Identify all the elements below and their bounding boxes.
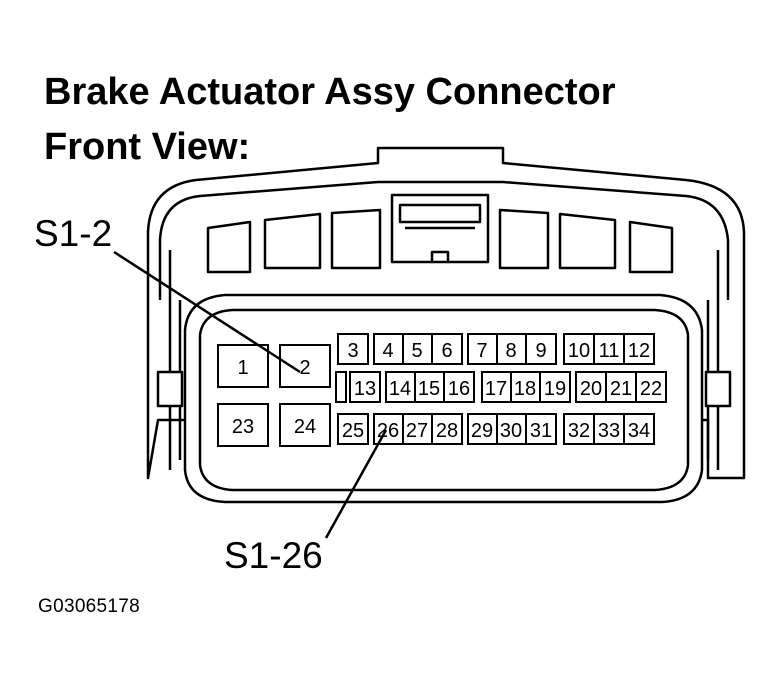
pin-number: 23 bbox=[232, 416, 254, 438]
connector-pin-face-inner bbox=[198, 308, 690, 492]
pin-number: 33 bbox=[598, 420, 620, 442]
pin-number: 27 bbox=[406, 420, 428, 442]
connector-latch bbox=[390, 193, 490, 264]
connector-side-tab-right bbox=[704, 370, 732, 408]
pin-number: 19 bbox=[544, 378, 566, 400]
pin-cell bbox=[279, 344, 331, 388]
connector-top-cavity bbox=[558, 212, 617, 270]
connector-top-cavity bbox=[498, 208, 550, 270]
pin-number: 12 bbox=[628, 340, 650, 362]
pin-number: 3 bbox=[347, 340, 358, 362]
pin-number: 34 bbox=[628, 420, 650, 442]
pin-number: 5 bbox=[411, 340, 422, 362]
pin-cell-group bbox=[563, 413, 655, 445]
pin-number: 17 bbox=[485, 378, 507, 400]
pin-number: 30 bbox=[500, 420, 522, 442]
connector-top-cavity bbox=[206, 220, 252, 274]
pin-cell-group bbox=[373, 333, 463, 365]
pin-number: 29 bbox=[471, 420, 493, 442]
diagram-title-line-2: Front View: bbox=[44, 126, 251, 168]
pin-cell bbox=[217, 344, 269, 388]
pin-number: 32 bbox=[568, 420, 590, 442]
pin-number: 7 bbox=[476, 340, 487, 362]
pin-number: 28 bbox=[436, 420, 458, 442]
pin-number: 13 bbox=[354, 378, 376, 400]
pin-cell bbox=[217, 403, 269, 447]
pin-cell-group bbox=[373, 413, 463, 445]
pin-number: 10 bbox=[568, 340, 590, 362]
pin-number: 22 bbox=[640, 378, 662, 400]
connector-top-cavity bbox=[263, 212, 322, 270]
pin-cell bbox=[349, 371, 381, 403]
pin-key-slot bbox=[335, 371, 347, 403]
pin-cell bbox=[337, 413, 369, 445]
pin-number: 1 bbox=[237, 357, 248, 379]
pin-number: 25 bbox=[342, 420, 364, 442]
diagram-title-line-1: Brake Actuator Assy Connector bbox=[44, 71, 616, 113]
pin-cell bbox=[279, 403, 331, 447]
pin-number: 20 bbox=[580, 378, 602, 400]
pin-number: 14 bbox=[389, 378, 411, 400]
pin-number: 15 bbox=[418, 378, 440, 400]
pin-number: 31 bbox=[530, 420, 552, 442]
pin-number: 9 bbox=[535, 340, 546, 362]
pin-number: 6 bbox=[441, 340, 452, 362]
connector-top-cavity bbox=[330, 208, 382, 270]
connector-side-tab-left bbox=[156, 370, 184, 408]
pin-cell-group bbox=[575, 371, 667, 403]
pin-cell-group bbox=[467, 413, 557, 445]
pin-number: 4 bbox=[382, 340, 393, 362]
pin-number: 24 bbox=[294, 416, 316, 438]
callout-label-s1-2: S1-2 bbox=[34, 213, 113, 254]
leader-line-s1-2 bbox=[113, 250, 301, 374]
pin-number: 2 bbox=[299, 357, 310, 379]
figure-id: G03065178 bbox=[38, 596, 141, 617]
pin-number: 18 bbox=[514, 378, 536, 400]
pin-cell-group bbox=[467, 333, 557, 365]
connector-housing-inner bbox=[158, 180, 730, 300]
pin-cell bbox=[337, 333, 369, 365]
pin-cell-group bbox=[385, 371, 475, 403]
pin-number: 21 bbox=[610, 378, 632, 400]
pin-cell-group bbox=[481, 371, 571, 403]
pin-number: 11 bbox=[599, 340, 620, 362]
pin-number: 8 bbox=[505, 340, 516, 362]
pin-number: 16 bbox=[448, 378, 470, 400]
connector-top-cavity bbox=[628, 220, 674, 274]
callout-label-s1-26: S1-26 bbox=[224, 535, 323, 576]
pin-cell-group bbox=[563, 333, 655, 365]
leader-line-s1-26 bbox=[324, 429, 388, 539]
